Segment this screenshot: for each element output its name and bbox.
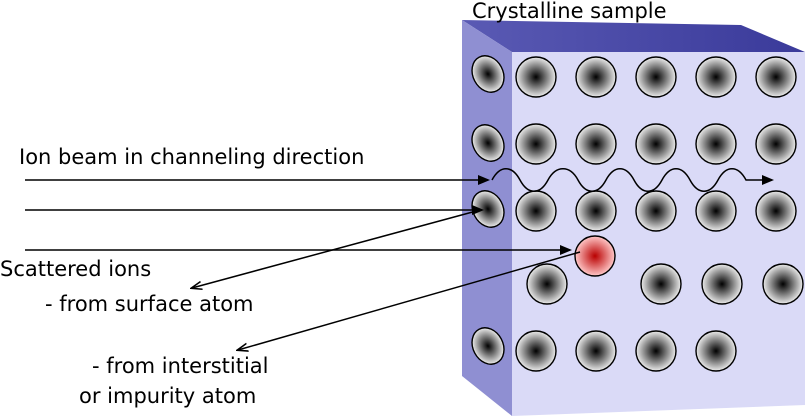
lattice-atom bbox=[526, 263, 568, 305]
from-interstitial-label: - from interstitial bbox=[92, 354, 269, 378]
lattice-atoms bbox=[515, 56, 804, 372]
lattice-atom bbox=[635, 123, 677, 165]
lattice-atom bbox=[515, 190, 557, 232]
channeling-wave-arrow bbox=[491, 168, 774, 192]
side-atom bbox=[471, 190, 505, 228]
lattice-atom bbox=[575, 190, 617, 232]
lattice-atom bbox=[635, 190, 677, 232]
lattice-atom bbox=[755, 56, 797, 98]
side-atom bbox=[471, 55, 505, 93]
lattice-atom bbox=[575, 123, 617, 165]
ion-beam-label: Ion beam in channeling direction bbox=[19, 145, 364, 169]
lattice-atom bbox=[515, 330, 557, 372]
scattered-ions-label: Scattered ions bbox=[0, 257, 151, 281]
lattice-atom bbox=[575, 330, 617, 372]
lattice-atom bbox=[762, 263, 804, 305]
lattice-atom bbox=[755, 190, 797, 232]
crystal-top-face bbox=[462, 20, 805, 52]
lattice-atom bbox=[575, 56, 617, 98]
lattice-atom bbox=[515, 123, 557, 165]
side-atom bbox=[471, 124, 505, 162]
lattice-atom bbox=[695, 56, 737, 98]
scattered-ion-interstitial-arrow bbox=[238, 251, 581, 350]
lattice-atom bbox=[695, 123, 737, 165]
lattice-atom bbox=[635, 330, 677, 372]
lattice-atom bbox=[701, 263, 743, 305]
lattice-atom bbox=[755, 123, 797, 165]
lattice-atom bbox=[640, 263, 682, 305]
lattice-atom bbox=[635, 56, 677, 98]
side-atoms bbox=[471, 55, 505, 365]
scattered-ion-surface-arrow bbox=[192, 209, 481, 288]
lattice-atom bbox=[695, 330, 737, 372]
side-atom bbox=[471, 327, 505, 365]
from-surface-atom-label: - from surface atom bbox=[45, 292, 254, 316]
lattice-atom bbox=[695, 190, 737, 232]
impurity-atom bbox=[574, 235, 616, 277]
impurity-atom-label: or impurity atom bbox=[79, 384, 256, 408]
lattice-atom bbox=[515, 56, 557, 98]
sample-label: Crystalline sample bbox=[472, 0, 667, 23]
